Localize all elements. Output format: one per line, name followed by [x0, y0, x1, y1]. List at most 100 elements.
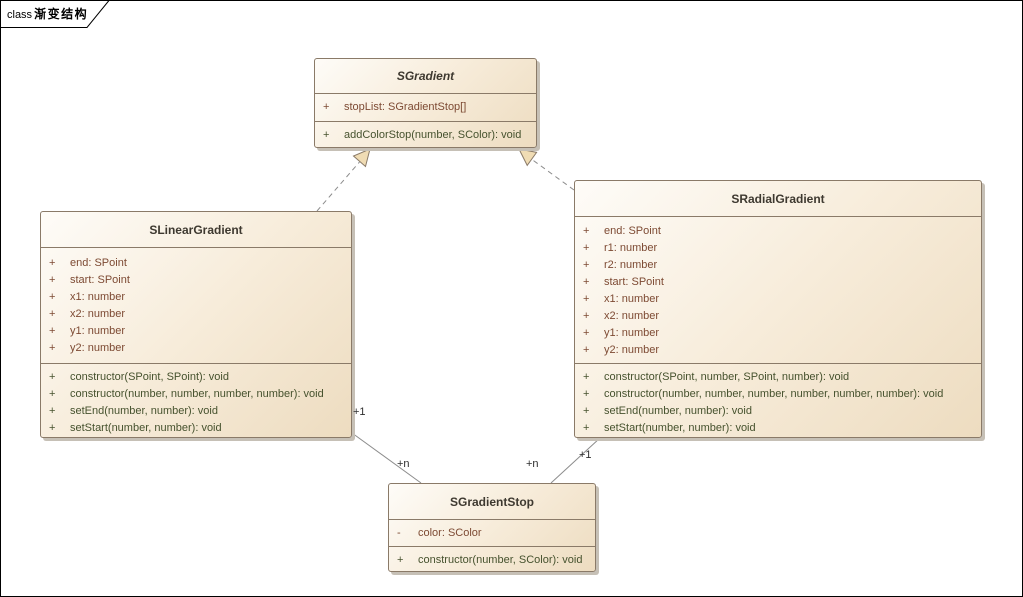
visibility-symbol: +: [397, 554, 404, 566]
visibility-symbol: +: [49, 274, 56, 286]
class-box-sgradientstop[interactable]: SGradientStop - color: SColor + construc…: [388, 483, 596, 572]
frame-title-label: 渐变结构: [34, 7, 89, 21]
member-text: setStart(number, number): void: [604, 422, 756, 434]
member-text: constructor(number, number, number, numb…: [604, 388, 944, 400]
visibility-symbol: +: [49, 371, 56, 383]
realization-arrowhead-icon[interactable]: [518, 148, 538, 167]
member-text: constructor(number, number, number, numb…: [70, 388, 324, 400]
visibility-symbol: +: [583, 242, 590, 254]
visibility-symbol: +: [49, 405, 56, 417]
class-title: SLinearGradient: [149, 222, 243, 237]
member-text: x2: number: [70, 308, 126, 320]
member-text: y2: number: [604, 344, 660, 356]
visibility-symbol: +: [323, 129, 330, 141]
visibility-symbol: +: [583, 371, 590, 383]
member-text: end: SPoint: [604, 225, 661, 237]
attribute-row: + x1: number: [41, 289, 351, 306]
operation-row: + setStart(number, number): void: [41, 420, 351, 437]
visibility-symbol: +: [583, 259, 590, 271]
attributes-compartment: + end: SPoint + start: SPoint + x1: numb…: [41, 247, 351, 363]
attribute-row: + y1: number: [41, 323, 351, 340]
visibility-symbol: +: [49, 291, 56, 303]
operations-compartment: + constructor(SPoint, SPoint): void + co…: [41, 363, 351, 437]
member-text: start: SPoint: [70, 274, 130, 286]
attribute-row: + r2: number: [575, 257, 981, 274]
attribute-row: + y1: number: [575, 325, 981, 342]
frame-tab-shape: [0, 0, 111, 28]
class-title: SGradient: [396, 69, 455, 83]
member-text: constructor(number, SColor): void: [418, 554, 583, 566]
operation-row: + constructor(number, number, number, nu…: [575, 386, 981, 403]
member-text: end: SPoint: [70, 257, 127, 269]
member-text: y2: number: [70, 342, 126, 354]
member-text: r1: number: [604, 242, 658, 254]
attribute-row: + x2: number: [41, 306, 351, 323]
operations-compartment: + constructor(SPoint, number, SPoint, nu…: [575, 363, 981, 437]
visibility-symbol: +: [583, 405, 590, 417]
attribute-row: + x2: number: [575, 308, 981, 325]
member-text: constructor(SPoint, number, SPoint, numb…: [604, 371, 850, 383]
operation-row: + setStart(number, number): void: [575, 420, 981, 437]
attribute-row: + end: SPoint: [41, 255, 351, 272]
member-text: color: SColor: [418, 527, 482, 539]
visibility-symbol: +: [583, 276, 590, 288]
member-text: addColorStop(number, SColor): void: [344, 129, 522, 141]
visibility-symbol: +: [49, 257, 56, 269]
operation-row: + constructor(number, SColor): void: [389, 552, 595, 569]
member-text: r2: number: [604, 259, 658, 271]
operation-row: + constructor(SPoint, SPoint): void: [41, 369, 351, 386]
attribute-row: + start: SPoint: [575, 274, 981, 291]
visibility-symbol: -: [397, 527, 401, 539]
attributes-compartment: + end: SPoint + r1: number + r2: number …: [575, 216, 981, 363]
frame-type-label: class: [7, 9, 33, 21]
operation-row: + constructor(number, number, number, nu…: [41, 386, 351, 403]
visibility-symbol: +: [49, 325, 56, 337]
attribute-row: + y2: number: [575, 342, 981, 359]
operations-compartment: + addColorStop(number, SColor): void: [315, 121, 536, 147]
visibility-symbol: +: [49, 388, 56, 400]
multiplicity-label: +n: [397, 458, 410, 470]
visibility-symbol: +: [583, 225, 590, 237]
association-sradialgradient-sgradientstop[interactable]: [550, 437, 601, 484]
visibility-symbol: +: [583, 422, 590, 434]
visibility-symbol: +: [583, 310, 590, 322]
attribute-row: + end: SPoint: [575, 223, 981, 240]
visibility-symbol: +: [49, 342, 56, 354]
visibility-symbol: +: [583, 388, 590, 400]
realization-arrowhead-icon[interactable]: [352, 148, 371, 168]
visibility-symbol: +: [583, 293, 590, 305]
member-text: setEnd(number, number): void: [604, 405, 752, 417]
multiplicity-label: +1: [579, 449, 592, 461]
operation-row: + constructor(SPoint, number, SPoint, nu…: [575, 369, 981, 386]
attribute-row: + start: SPoint: [41, 272, 351, 289]
member-text: stopList: SGradientStop[]: [344, 101, 467, 113]
attributes-compartment: - color: SColor: [389, 519, 595, 546]
class-title: SRadialGradient: [731, 191, 825, 206]
association-slineargradient-sgradientstop[interactable]: [351, 432, 422, 484]
member-text: start: SPoint: [604, 276, 664, 288]
operations-compartment: + constructor(number, SColor): void: [389, 546, 595, 571]
multiplicity-label: +1: [353, 406, 366, 418]
member-text: x2: number: [604, 310, 660, 322]
class-title: SGradientStop: [449, 494, 534, 509]
visibility-symbol: +: [583, 327, 590, 339]
member-text: x1: number: [70, 291, 126, 303]
attribute-row: + y2: number: [41, 340, 351, 357]
realization-slineargradient-sgradient[interactable]: [316, 161, 360, 212]
member-text: y1: number: [70, 325, 126, 337]
attribute-row: + r1: number: [575, 240, 981, 257]
class-box-slineargradient[interactable]: SLinearGradient + end: SPoint + start: S…: [40, 211, 352, 438]
attribute-row: + x1: number: [575, 291, 981, 308]
class-box-sradialgradient[interactable]: SRadialGradient + end: SPoint + r1: numb…: [574, 180, 982, 438]
attribute-row: + stopList: SGradientStop[]: [315, 99, 536, 116]
attributes-compartment: + stopList: SGradientStop[]: [315, 93, 536, 121]
member-text: y1: number: [604, 327, 660, 339]
operation-row: + addColorStop(number, SColor): void: [315, 127, 536, 144]
class-box-sgradient[interactable]: SGradient + stopList: SGradientStop[] + …: [314, 58, 537, 148]
operation-row: + setEnd(number, number): void: [41, 403, 351, 420]
member-text: x1: number: [604, 293, 660, 305]
member-text: setStart(number, number): void: [70, 422, 222, 434]
visibility-symbol: +: [49, 308, 56, 320]
